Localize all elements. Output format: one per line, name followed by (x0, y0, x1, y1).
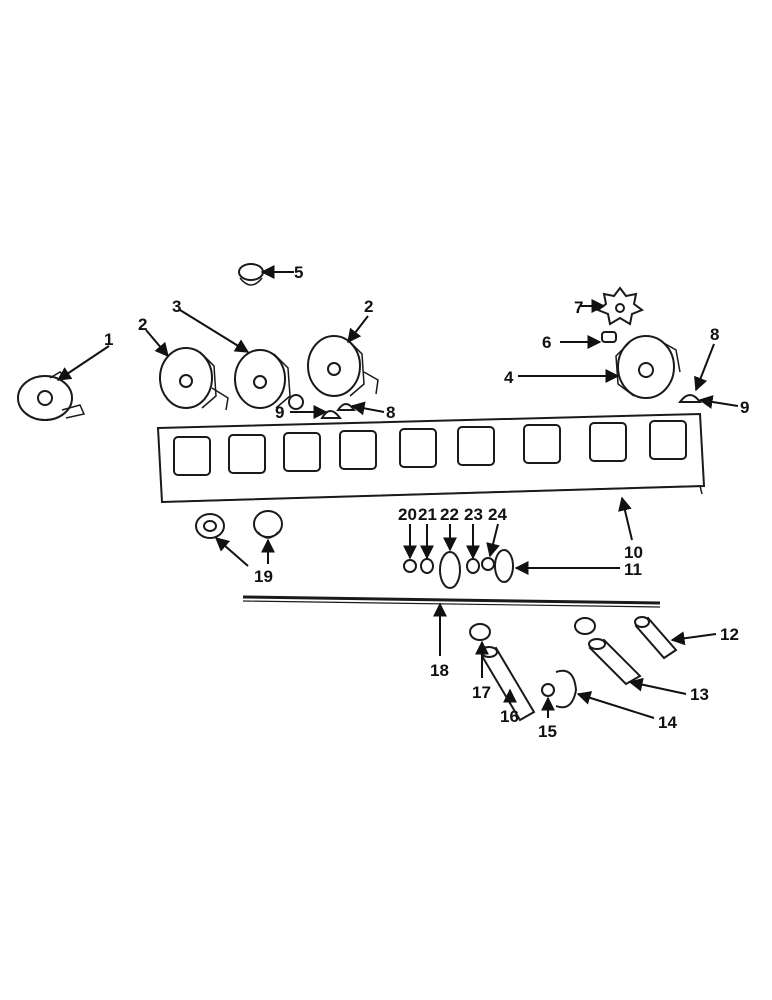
part-18-shaft (242, 595, 661, 608)
callout-2-right: 2 (364, 297, 373, 316)
callout-10: 10 (624, 543, 643, 562)
callout-17: 17 (472, 683, 491, 702)
part-8-9-clips-right (678, 394, 702, 403)
callout-5: 5 (294, 263, 303, 282)
callout-9-right: 9 (740, 398, 749, 417)
callout-4: 4 (504, 368, 514, 387)
callout-15: 15 (538, 722, 557, 741)
callout-20: 20 (398, 505, 417, 524)
part-4-housing-right (615, 335, 681, 399)
callout-14: 14 (658, 713, 677, 732)
callout-13: 13 (690, 685, 709, 704)
callout-1: 1 (104, 330, 113, 349)
part-10-slotted-plate (156, 412, 706, 504)
callout-12: 12 (720, 625, 739, 644)
callout-16: 16 (500, 707, 519, 726)
callout-labels: 1 2 2 3 4 5 6 7 8 8 9 9 10 11 12 13 14 1… (104, 263, 749, 741)
callout-6: 6 (542, 333, 551, 352)
callout-22: 22 (440, 505, 459, 524)
callout-8-middle: 8 (386, 403, 395, 422)
callout-7: 7 (574, 298, 583, 317)
part-20-24-shaft-hardware (403, 549, 514, 589)
callout-18: 18 (430, 661, 449, 680)
leader-lines (56, 265, 739, 719)
part-2-housing-right (307, 335, 379, 397)
part-7-star-wheel (595, 286, 645, 326)
part-8-9-clips-middle (320, 403, 356, 419)
part-2-housing-left (159, 347, 229, 411)
callout-19: 19 (254, 567, 273, 586)
callout-21: 21 (418, 505, 437, 524)
part-3-housing-middle (234, 349, 304, 410)
callout-3: 3 (172, 297, 181, 316)
part-6-bracket (601, 331, 617, 343)
part-5-cap (238, 263, 264, 286)
callout-9-middle: 9 (275, 403, 284, 422)
part-1-end-housing (17, 371, 86, 421)
part-19-caps (195, 510, 283, 539)
part-17-cap (469, 623, 491, 641)
part-15-14-fittings (541, 669, 578, 709)
callout-24: 24 (488, 505, 507, 524)
callout-11: 11 (624, 560, 642, 579)
part-12-13-tubes-caps (574, 616, 678, 686)
callout-23: 23 (464, 505, 483, 524)
callout-8-right: 8 (710, 325, 719, 344)
callout-2-left: 2 (138, 315, 147, 334)
